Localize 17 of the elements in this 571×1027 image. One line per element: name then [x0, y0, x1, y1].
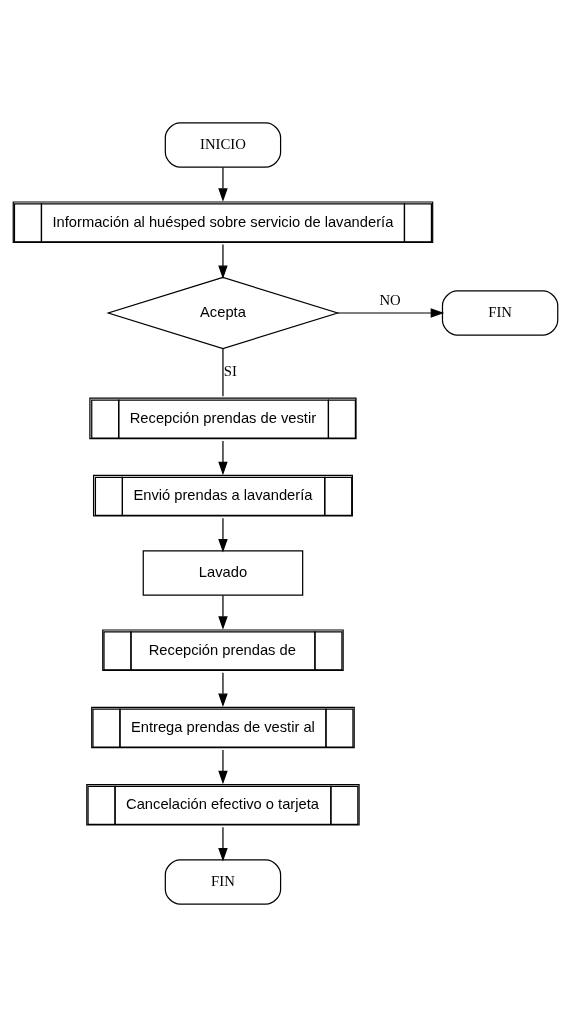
edge-label: NO	[379, 292, 401, 309]
arrow	[218, 517, 228, 553]
arrow	[218, 243, 228, 280]
edge-label: SI	[223, 363, 237, 380]
arrow	[218, 672, 228, 708]
arrow	[218, 440, 228, 476]
arrow	[337, 308, 445, 318]
arrow	[218, 594, 228, 630]
node-box: Lavado	[142, 550, 304, 596]
arrow	[218, 826, 228, 862]
arrow	[218, 749, 228, 785]
node-box: INICIO	[164, 122, 282, 168]
node-box: FIN	[164, 859, 282, 905]
connector	[222, 348, 224, 397]
node-diamond: Acepta	[106, 276, 340, 350]
arrow	[218, 166, 228, 202]
node-box: FIN	[441, 290, 559, 336]
